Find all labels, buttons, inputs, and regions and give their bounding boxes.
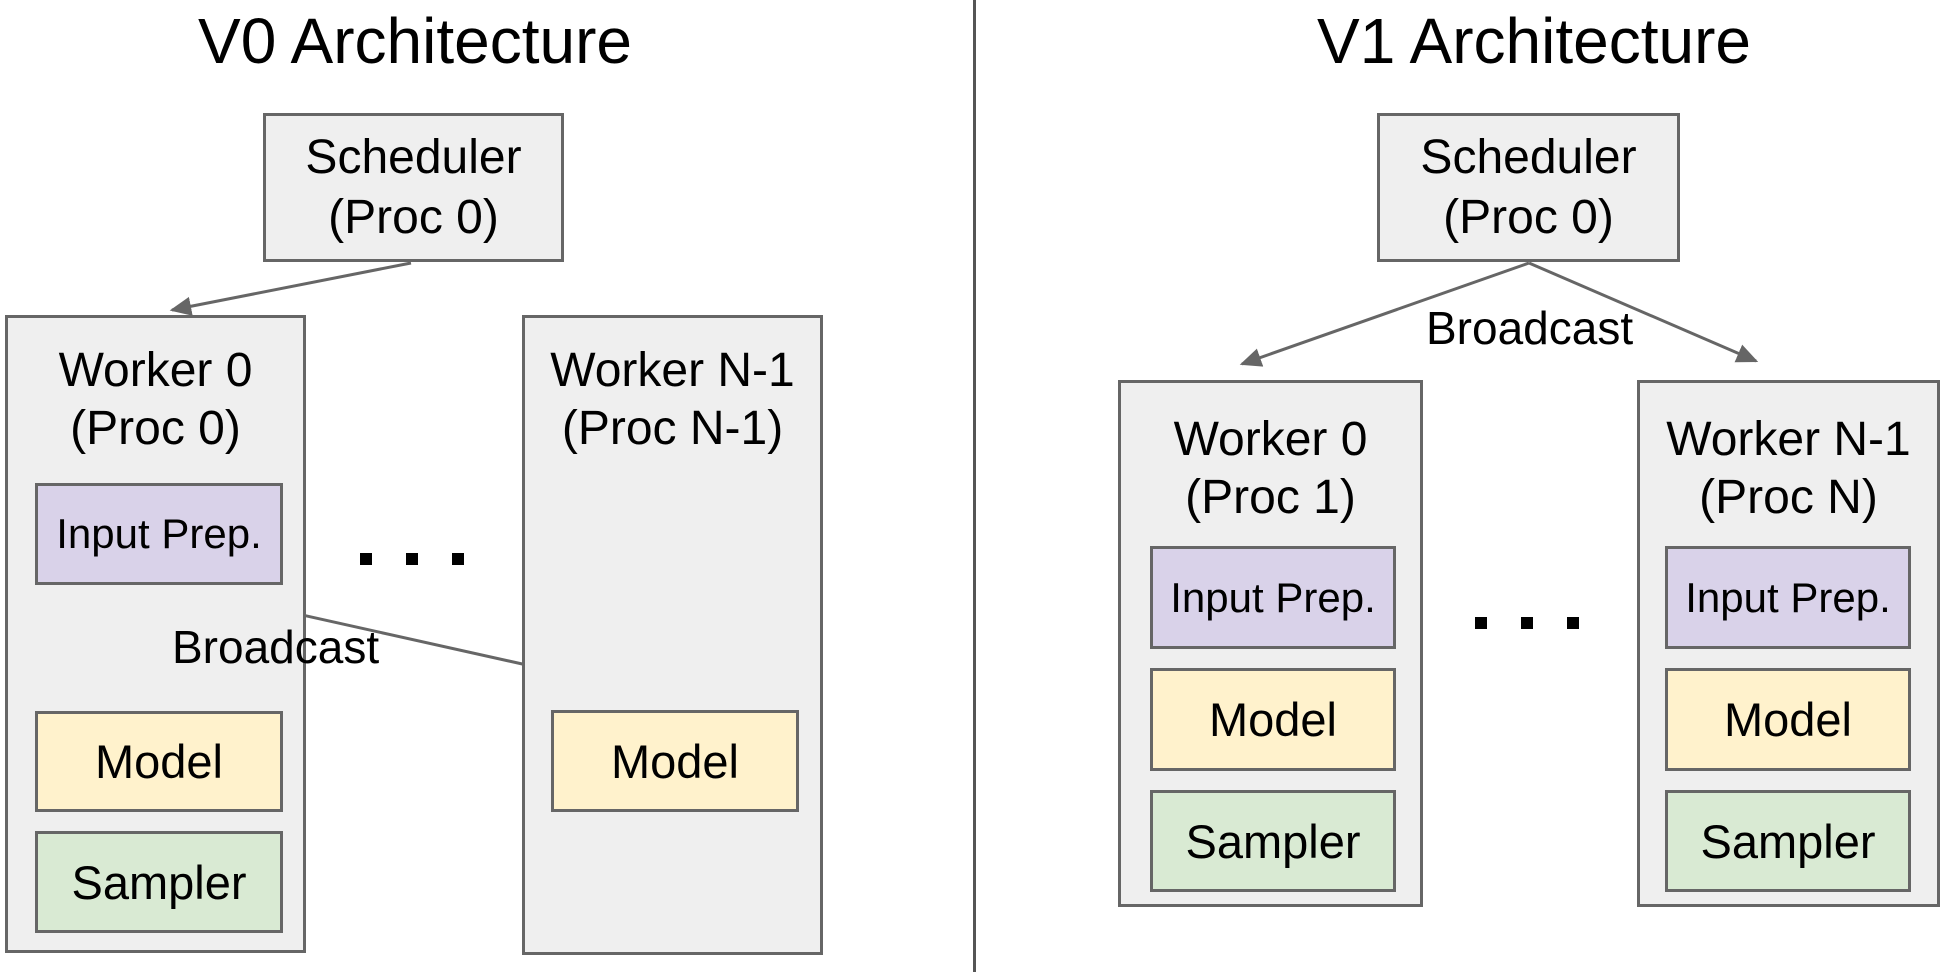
v0-title: V0 Architecture: [198, 5, 632, 77]
v1-worker0-input-prep-box: Input Prep.: [1150, 546, 1396, 649]
v1-workerN-input-prep-box: Input Prep.: [1665, 546, 1911, 649]
v1-worker0-box: Worker 0 (Proc 1) Input Prep. Model Samp…: [1118, 380, 1423, 907]
v0-worker0-sampler-box: Sampler: [35, 831, 283, 933]
v1-broadcast-label: Broadcast: [1426, 302, 1634, 354]
v0-worker0-model-box: Model: [35, 711, 283, 812]
v1-workerN-sampler-box: Sampler: [1665, 790, 1911, 892]
v0-workers-ellipsis: [360, 553, 464, 565]
ellipsis-dot: [452, 553, 464, 565]
v0-workerN-title: Worker N-1 (Proc N-1): [525, 318, 820, 457]
v1-scheduler-box: Scheduler (Proc 0): [1377, 113, 1680, 262]
v0-broadcast-label: Broadcast: [172, 621, 380, 673]
v1-scheduler-label: Scheduler: [1420, 130, 1637, 184]
ellipsis-dot: [1567, 617, 1579, 629]
v0-worker0-proc: (Proc 0): [70, 401, 241, 455]
v1-workers-ellipsis: [1475, 617, 1579, 629]
v0-workerN-proc: (Proc N-1): [561, 401, 784, 455]
v0-worker0-title: Worker 0 (Proc 0): [8, 318, 303, 457]
v1-worker0-model-box: Model: [1150, 668, 1396, 771]
v1-worker0-name: Worker 0: [1173, 413, 1368, 466]
v0-workerN-box: Worker N-1 (Proc N-1) Model: [522, 315, 823, 955]
v0-scheduler-proc-label: (Proc 0): [328, 190, 499, 244]
v1-workerN-box: Worker N-1 (Proc N) Input Prep. Model Sa…: [1637, 380, 1940, 907]
v0-scheduler-label: Scheduler: [305, 130, 522, 184]
panel-divider: [973, 0, 976, 972]
v1-title: V1 Architecture: [1317, 5, 1751, 77]
v0-worker0-name: Worker 0: [58, 344, 253, 397]
v1-worker0-title: Worker 0 (Proc 1): [1121, 383, 1420, 526]
ellipsis-dot: [360, 553, 372, 565]
v1-workerN-model-box: Model: [1665, 668, 1911, 771]
v1-worker0-proc: (Proc 1): [1185, 470, 1356, 524]
v1-workerN-title: Worker N-1 (Proc N): [1640, 383, 1937, 526]
ellipsis-dot: [1521, 617, 1533, 629]
v1-workerN-name: Worker N-1: [1666, 413, 1911, 466]
v1-workerN-proc: (Proc N): [1699, 470, 1878, 524]
v0-worker0-box: Worker 0 (Proc 0) Input Prep. Model Samp…: [5, 315, 306, 953]
v0-workerN-name: Worker N-1: [550, 344, 795, 397]
ellipsis-dot: [1475, 617, 1487, 629]
ellipsis-dot: [406, 553, 418, 565]
v0-scheduler-box: Scheduler (Proc 0): [263, 113, 564, 262]
v1-scheduler-proc-label: (Proc 0): [1443, 190, 1614, 244]
v0-worker0-input-prep-box: Input Prep.: [35, 483, 283, 585]
v0-workerN-model-box: Model: [551, 710, 799, 812]
v1-worker0-sampler-box: Sampler: [1150, 790, 1396, 892]
v0-scheduler-to-worker0-arrow: [169, 261, 412, 316]
